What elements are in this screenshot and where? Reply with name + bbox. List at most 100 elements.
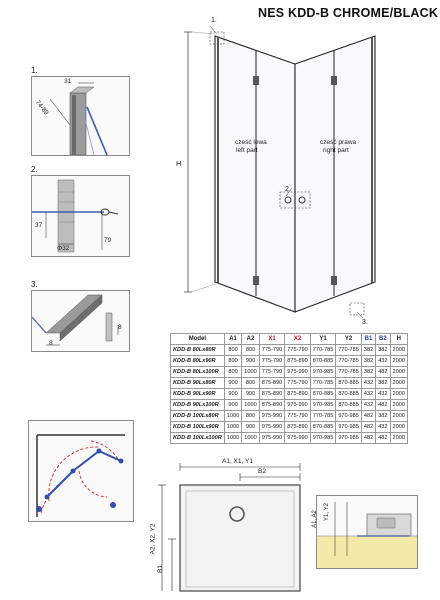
table-cell: 775-790	[258, 355, 286, 367]
table-cell: 432	[360, 399, 377, 411]
plan-a1-label: A1, X1, Y1	[222, 458, 253, 465]
table-cell: 900	[241, 355, 260, 367]
left-hinge-top	[253, 76, 259, 85]
detail-1-number: 1.	[31, 66, 38, 75]
table-cell: 770-785	[309, 344, 337, 356]
detail-1-drawing	[32, 77, 129, 156]
table-cell: 900	[223, 388, 243, 400]
plan-a2-label: A2, X2, Y2	[149, 523, 157, 555]
header-x2: X2	[284, 333, 311, 345]
table-cell: 2000	[389, 399, 408, 411]
table-cell: 970-985	[309, 366, 337, 378]
left-part-label-en: left part	[236, 147, 258, 154]
table-cell: 870-885	[309, 355, 337, 367]
table-cell: 1000	[241, 366, 260, 378]
table-cell: KDD-B 100Lx90R	[170, 421, 225, 433]
table-cell: KDD-B 80Lx100R	[170, 366, 225, 378]
table-cell: 2000	[389, 344, 408, 356]
table-cell: 770-785	[309, 377, 337, 389]
detail-1-panel	[31, 76, 130, 156]
detail-3-drawing	[31, 291, 129, 351]
callout-3-label: 3.	[362, 319, 368, 326]
product-title: NES KDD-B CHROME/BLACK	[258, 6, 439, 20]
table-cell: 970-985	[309, 399, 337, 411]
table-cell: 382	[375, 344, 391, 356]
swing-plan-panel	[28, 420, 134, 522]
table-cell: 2000	[389, 432, 408, 444]
table-cell: 2000	[389, 410, 408, 422]
table-cell: 1000	[223, 421, 243, 433]
header-a1: A1	[223, 333, 243, 345]
table-cell: 975-990	[284, 366, 311, 378]
table-cell: 382	[360, 344, 377, 356]
detail-2-number: 2.	[31, 165, 38, 174]
table-cell: 875-890	[284, 355, 311, 367]
table-cell: 870-885	[309, 421, 337, 433]
table-cell: 482	[375, 366, 391, 378]
header-y2: Y2	[335, 333, 362, 345]
table-cell: KDD-B 90Lx80R	[170, 377, 225, 389]
table-cell: KDD-B 100Lx80R	[170, 410, 225, 422]
table-cell: 800	[223, 344, 243, 356]
table-cell: 870-885	[309, 388, 337, 400]
table-cell: KDD-B 100Lx100R	[170, 432, 225, 444]
table-cell: 482	[375, 432, 391, 444]
table-cell: 975-990	[284, 432, 311, 444]
table-cell: KDD-B 90Lx100R	[170, 399, 225, 411]
detail-3-dim-left: 8	[49, 340, 53, 347]
table-cell: 800	[241, 344, 260, 356]
table-cell: 775-790	[258, 344, 286, 356]
table-cell: 770-785	[309, 410, 337, 422]
table-cell: 482	[360, 432, 377, 444]
table-cell: 875-890	[258, 377, 286, 389]
table-cell: 775-790	[284, 377, 311, 389]
table-cell: 875-890	[258, 388, 286, 400]
table-cell: KDD-B 80Lx80R	[170, 344, 225, 356]
table-cell: 900	[241, 388, 260, 400]
table-cell: 770-785	[335, 366, 362, 378]
table-cell: 870-885	[335, 388, 362, 400]
main-elevation-drawing	[184, 25, 376, 319]
table-cell: 800	[223, 355, 243, 367]
left-handle	[284, 196, 292, 204]
table-cell: 975-990	[284, 399, 311, 411]
table-cell: 1000	[223, 410, 243, 422]
detail-2-dim-right: 79	[104, 237, 112, 244]
side-detail-panel	[316, 495, 418, 569]
table-cell: 382	[360, 355, 377, 367]
table-cell: 382	[375, 410, 391, 422]
detail-3-dim-right: 8	[118, 324, 122, 331]
table-cell: 482	[375, 399, 391, 411]
table-cell: 775-790	[258, 366, 286, 378]
header-y1: Y1	[309, 333, 337, 345]
table-cell: 482	[360, 410, 377, 422]
header-x1: X1	[258, 333, 286, 345]
header-a2: A2	[241, 333, 260, 345]
table-cell: 432	[375, 421, 391, 433]
table-cell: 970-985	[335, 421, 362, 433]
right-part-label-pl: cześć prawa	[320, 139, 357, 146]
table-cell: 875-890	[284, 388, 311, 400]
detail-2-dim-left: 37	[35, 222, 43, 229]
table-cell: 432	[375, 388, 391, 400]
header-b1: B1	[360, 333, 377, 345]
detail-3-number: 3.	[31, 280, 38, 289]
table-cell: 975-990	[258, 421, 286, 433]
detail-2-drawing	[32, 176, 129, 256]
table-cell: 800	[241, 377, 260, 389]
table-cell: 2000	[389, 355, 408, 367]
table-cell: 970-985	[309, 432, 337, 444]
table-cell: 975-990	[258, 432, 286, 444]
callout-2-label: 2.	[285, 186, 291, 193]
swing-plan-drawing	[36, 434, 125, 517]
callout-box-2	[279, 191, 311, 209]
right-hinge-bottom	[331, 276, 337, 285]
table-cell: 1000	[241, 399, 260, 411]
table-cell: 900	[223, 399, 243, 411]
